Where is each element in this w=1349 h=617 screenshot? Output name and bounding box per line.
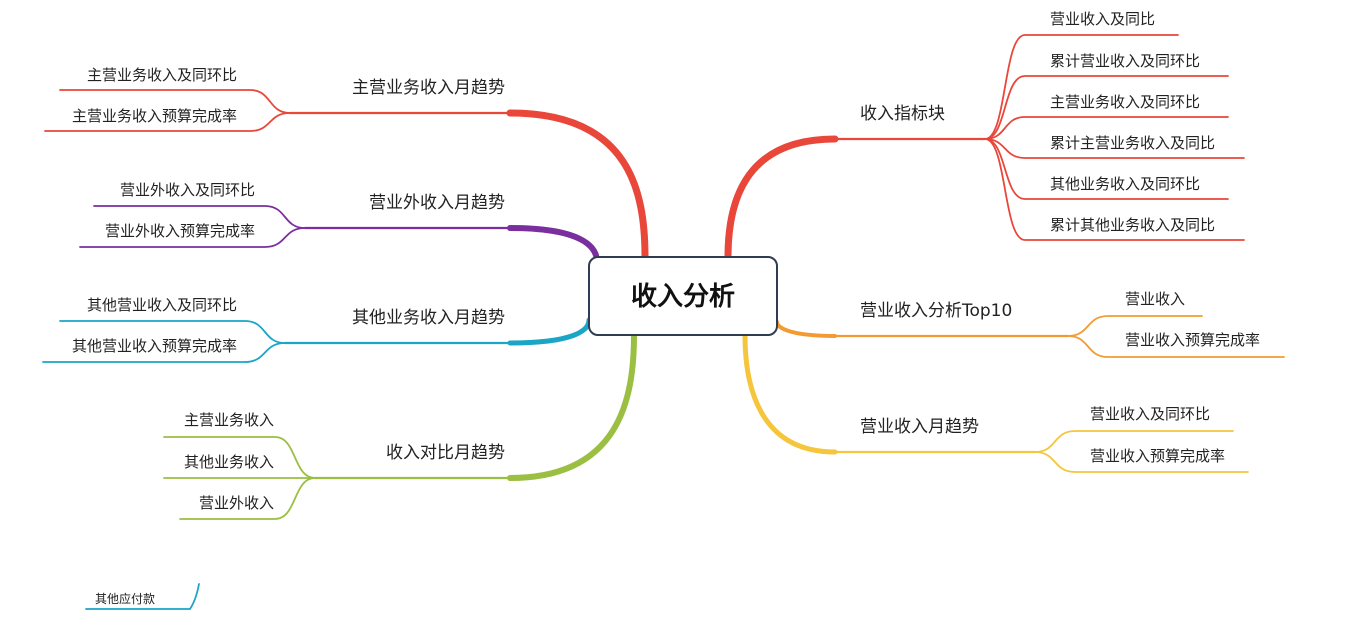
branch-trunk-other-business-monthly — [507, 317, 592, 346]
leaf-label[interactable]: 累计主营业务收入及同比 — [1050, 134, 1215, 152]
leaf-label[interactable]: 营业收入及同比 — [1050, 10, 1155, 28]
branch-connector-revenue-monthly — [743, 333, 1037, 454]
leaf-label[interactable]: 其他业务收入 — [184, 453, 274, 471]
branch-income-indicators[interactable]: 收入指标块 营业收入及同比累计营业收入及同环比主营业务收入及同环比累计主营业务收入… — [724, 10, 1245, 261]
branch-label-main-business-monthly: 主营业务收入月趋势 — [352, 78, 505, 98]
leaf-connector — [1034, 430, 1234, 453]
leaf-label[interactable]: 营业外收入预算完成率 — [105, 222, 255, 240]
branch-trunk-comparison-monthly — [507, 332, 637, 481]
leaf-label[interactable]: 营业外收入及同环比 — [120, 181, 255, 199]
leaf-connector — [984, 138, 1245, 159]
branch-connector-comparison-monthly — [313, 333, 636, 480]
leaf-connector — [1034, 451, 1249, 473]
branch-label-revenue-top10: 营业收入分析Top10 — [860, 301, 1012, 321]
branch-label-revenue-monthly: 营业收入月趋势 — [860, 417, 979, 437]
central-topic[interactable]: 收入分析 — [588, 256, 778, 336]
leaf-connector — [59, 89, 291, 114]
leaf-connector — [984, 75, 1229, 140]
leaf-label[interactable]: 主营业务收入及同环比 — [87, 66, 237, 84]
branch-trunk-revenue-monthly — [742, 332, 838, 455]
leaf-connector — [93, 205, 306, 229]
central-topic-label: 收入分析 — [631, 282, 735, 312]
leaf-label[interactable]: 营业收入及同环比 — [1090, 405, 1210, 423]
branch-trunk-non-operating-monthly — [507, 225, 600, 265]
branch-trunk-income-indicators — [724, 135, 839, 261]
branch-label-other-business-monthly: 其他业务收入月趋势 — [352, 308, 505, 328]
leaf-connector — [179, 477, 316, 520]
leaf-label[interactable]: 营业收入预算完成率 — [1090, 447, 1225, 465]
leaf-label[interactable]: 其他业务收入及同环比 — [1050, 175, 1200, 193]
leaf-label[interactable]: 营业收入 — [1125, 290, 1185, 308]
leaf-connector — [59, 320, 286, 344]
leaf-label[interactable]: 营业收入预算完成率 — [1125, 331, 1260, 349]
central-topic-box — [588, 256, 778, 336]
leaf-connector — [1067, 315, 1203, 337]
leaf-label[interactable]: 其他营业收入预算完成率 — [72, 337, 237, 355]
leaf-label[interactable]: 主营业务收入 — [184, 411, 274, 429]
leaf-label[interactable]: 主营业务收入及同环比 — [1050, 93, 1200, 111]
leaf-connector — [42, 342, 286, 363]
leaf-connector — [163, 436, 316, 479]
leaf-connector — [44, 112, 291, 132]
branch-connector-main-business-monthly — [288, 111, 647, 259]
branch-label-non-operating-monthly: 营业外收入月趋势 — [369, 193, 505, 213]
leaf-connector — [984, 34, 1179, 140]
floating-node-label: 其他应付款 — [95, 591, 155, 606]
branch-label-comparison-monthly: 收入对比月趋势 — [386, 443, 505, 463]
leaf-label[interactable]: 其他营业收入及同环比 — [87, 296, 237, 314]
leaf-label[interactable]: 累计营业收入及同环比 — [1050, 52, 1200, 70]
leaf-connector — [984, 138, 1245, 241]
leaf-label[interactable]: 主营业务收入预算完成率 — [72, 107, 237, 125]
leaf-connector — [984, 116, 1229, 140]
leaf-label[interactable]: 累计其他业务收入及同比 — [1050, 216, 1215, 234]
leaf-connector — [79, 227, 306, 248]
leaf-label[interactable]: 营业外收入 — [199, 494, 274, 512]
floating-node-line — [85, 583, 200, 610]
leaf-connector — [1067, 335, 1285, 358]
branch-label-income-indicators: 收入指标块 — [860, 104, 945, 124]
branch-connector-income-indicators — [726, 137, 987, 259]
floating-node[interactable]: 其他应付款 — [85, 583, 200, 610]
branch-layer: 收入指标块营业收入及同比累计营业收入及同环比主营业务收入及同环比累计主营业务收入… — [42, 10, 1285, 520]
